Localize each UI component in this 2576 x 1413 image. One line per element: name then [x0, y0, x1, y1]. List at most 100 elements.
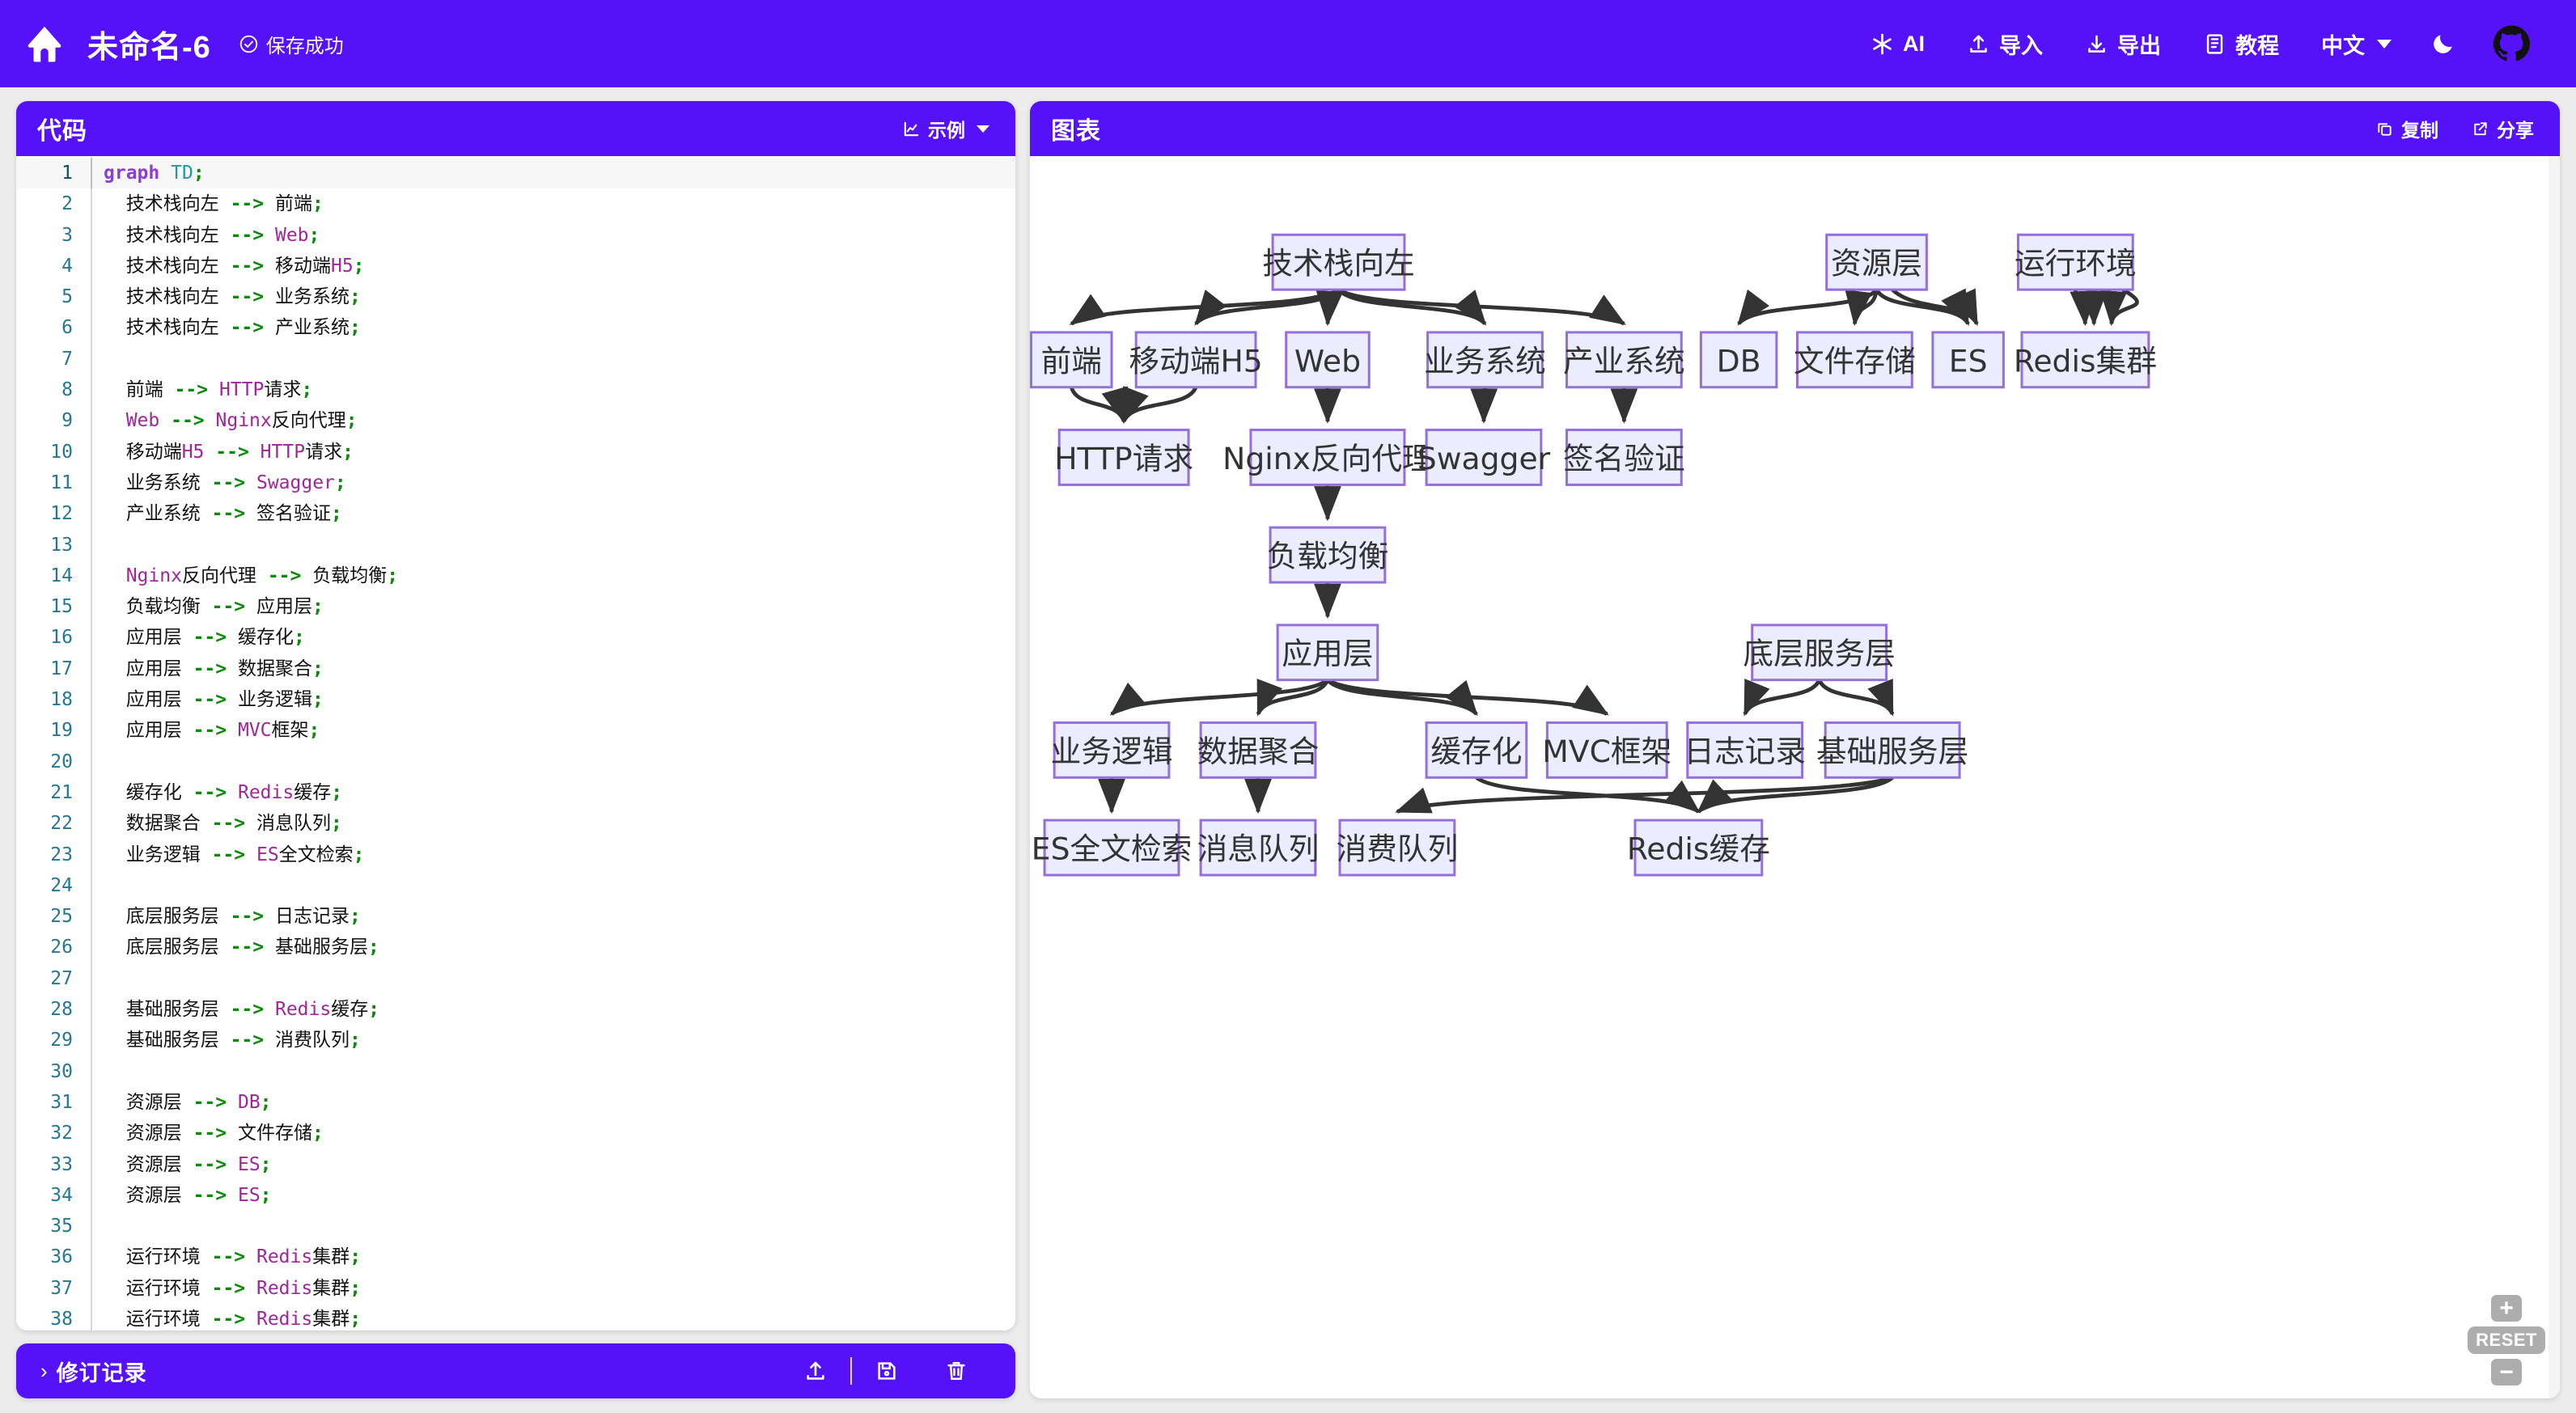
- code-line[interactable]: 11 业务系统 --> Swagger;: [16, 467, 1015, 499]
- flowchart-node[interactable]: 移动端H5: [1129, 331, 1263, 389]
- revision-history-button[interactable]: › 修订记录: [40, 1356, 147, 1387]
- node-box: [1824, 721, 1961, 779]
- nav-ai-button[interactable]: AI: [1849, 32, 1946, 57]
- code-text: 负载均衡 --> 应用层;: [125, 596, 324, 618]
- flowchart-node[interactable]: 业务逻辑: [1051, 721, 1173, 779]
- code-line[interactable]: 14 Nginx反向代理 --> 负载均衡;: [16, 560, 1015, 592]
- code-line[interactable]: 27: [16, 962, 1015, 995]
- flowchart-node[interactable]: 消费队列: [1337, 819, 1459, 877]
- nav-import-button[interactable]: 导入: [1946, 28, 2064, 60]
- code-line[interactable]: 30: [16, 1056, 1015, 1087]
- code-line[interactable]: 20: [16, 746, 1015, 777]
- nav-github-link[interactable]: [2474, 24, 2548, 63]
- share-button[interactable]: 分享: [2466, 115, 2539, 142]
- flowchart-node[interactable]: 数据聚合: [1197, 721, 1320, 779]
- code-line[interactable]: 23 业务逻辑 --> ES全文检索;: [16, 839, 1015, 870]
- code-line[interactable]: 37 运行环境 --> Redis集群;: [16, 1272, 1015, 1304]
- example-dropdown[interactable]: 示例: [897, 115, 994, 142]
- code-line[interactable]: 38 运行环境 --> Redis集群;: [16, 1303, 1015, 1331]
- zoom-reset-button[interactable]: RESET: [2468, 1326, 2545, 1354]
- flowchart-node[interactable]: 产业系统: [1563, 331, 1685, 389]
- nav-import-label: 导入: [1999, 33, 2043, 58]
- code-line[interactable]: 7: [16, 343, 1015, 375]
- code-line[interactable]: 10 移动端H5 --> HTTP请求;: [16, 436, 1015, 467]
- code-line[interactable]: 6 技术栈向左 --> 产业系统;: [16, 312, 1015, 344]
- diagram-vertical-scrollbar[interactable]: [2548, 156, 2560, 1398]
- code-line[interactable]: 19 应用层 --> MVC框架;: [16, 715, 1015, 747]
- code-line[interactable]: 13: [16, 529, 1015, 561]
- flowchart-node[interactable]: 资源层: [1825, 233, 1928, 291]
- line-number: 5: [61, 286, 73, 308]
- node-label: Redis集群: [2014, 343, 2157, 379]
- home-icon[interactable]: [23, 22, 66, 66]
- code-line[interactable]: 9 Web --> Nginx反向代理;: [16, 405, 1015, 437]
- flowchart-node[interactable]: Swagger: [1417, 429, 1551, 486]
- code-line[interactable]: 33 资源层 --> ES;: [16, 1149, 1015, 1180]
- flowchart-node[interactable]: 业务系统: [1424, 331, 1546, 389]
- flowchart-node[interactable]: Redis集群: [2014, 331, 2157, 389]
- flowchart-node[interactable]: 缓存化: [1425, 721, 1528, 779]
- flowchart-edge: [1891, 288, 1979, 326]
- flowchart-node[interactable]: 技术栈向左: [1262, 233, 1415, 291]
- flowchart-node[interactable]: Nginx反向代理: [1222, 429, 1433, 486]
- nav-tutorial-button[interactable]: 教程: [2182, 28, 2300, 60]
- nav-export-button[interactable]: 导出: [2064, 28, 2182, 60]
- flowchart-node[interactable]: 负载均衡: [1267, 526, 1389, 584]
- code-line[interactable]: 29 基础服务层 --> 消费队列;: [16, 1025, 1015, 1056]
- code-line[interactable]: 4 技术栈向左 --> 移动端H5;: [16, 250, 1015, 282]
- code-line[interactable]: 8 前端 --> HTTP请求;: [16, 374, 1015, 406]
- code-line[interactable]: 17 应用层 --> 数据聚合;: [16, 653, 1015, 685]
- flowchart-node[interactable]: 前端: [1030, 331, 1113, 389]
- flowchart-node[interactable]: ES全文检索: [1032, 819, 1193, 877]
- flowchart-node[interactable]: 基础服务层: [1816, 721, 1968, 779]
- save-button[interactable]: [852, 1359, 922, 1383]
- nav-darkmode-toggle[interactable]: [2413, 31, 2474, 57]
- code-line[interactable]: 2 技术栈向左 --> 前端;: [16, 188, 1015, 220]
- flowchart-node[interactable]: 消息队列: [1197, 819, 1320, 877]
- toolbar-divider: [850, 1357, 852, 1385]
- nav-language-select[interactable]: 中文: [2300, 28, 2413, 60]
- flowchart-node[interactable]: Redis缓存: [1627, 819, 1770, 877]
- zoom-out-button[interactable]: −: [2491, 1359, 2523, 1386]
- line-chart-icon: [904, 121, 919, 136]
- flowchart-node[interactable]: Web: [1285, 331, 1371, 389]
- flowchart-node[interactable]: 底层服务层: [1743, 624, 1896, 682]
- code-line[interactable]: 28 基础服务层 --> Redis缓存;: [16, 994, 1015, 1026]
- flowchart-node[interactable]: MVC框架: [1542, 721, 1671, 779]
- flowchart-node[interactable]: DB: [1699, 331, 1778, 389]
- flowchart-node[interactable]: HTTP请求: [1054, 429, 1193, 486]
- copy-button[interactable]: 复制: [2371, 115, 2443, 142]
- flowchart-node[interactable]: 应用层: [1276, 624, 1379, 682]
- flowchart-node[interactable]: 运行环境: [2015, 233, 2137, 291]
- code-line[interactable]: 3 技术栈向左 --> Web;: [16, 219, 1015, 251]
- upload-button[interactable]: [781, 1359, 850, 1383]
- code-line[interactable]: 12 产业系统 --> 签名验证;: [16, 498, 1015, 530]
- nav-tutorial-label: 教程: [2235, 33, 2279, 58]
- code-line[interactable]: 5 技术栈向左 --> 业务系统;: [16, 281, 1015, 313]
- delete-button[interactable]: [922, 1359, 991, 1383]
- code-line[interactable]: 21 缓存化 --> Redis缓存;: [16, 776, 1015, 809]
- code-line[interactable]: 31 资源层 --> DB;: [16, 1086, 1015, 1119]
- flowchart-node[interactable]: 日志记录: [1684, 721, 1806, 779]
- flowchart-node[interactable]: 文件存储: [1794, 331, 1916, 389]
- code-line[interactable]: 26 底层服务层 --> 基础服务层;: [16, 932, 1015, 963]
- code-line[interactable]: 15 负载均衡 --> 应用层;: [16, 591, 1015, 623]
- code-line[interactable]: 25 底层服务层 --> 日志记录;: [16, 901, 1015, 933]
- flowchart-node[interactable]: ES: [1931, 331, 2005, 389]
- code-line[interactable]: 35: [16, 1211, 1015, 1242]
- code-line[interactable]: 16 应用层 --> 缓存化;: [16, 622, 1015, 654]
- code-line[interactable]: 36 运行环境 --> Redis集群;: [16, 1242, 1015, 1273]
- flowchart-node[interactable]: 签名验证: [1563, 429, 1685, 486]
- gutter-bar: [91, 994, 92, 1026]
- code-line[interactable]: 22 数据聚合 --> 消息队列;: [16, 808, 1015, 840]
- code-line[interactable]: 24: [16, 869, 1015, 902]
- code-line[interactable]: 32 资源层 --> 文件存储;: [16, 1118, 1015, 1149]
- line-number: 20: [50, 751, 73, 772]
- code-line[interactable]: 18 应用层 --> 业务逻辑;: [16, 684, 1015, 716]
- code-line[interactable]: 34 资源层 --> ES;: [16, 1179, 1015, 1212]
- code-text: 底层服务层 --> 日志记录;: [125, 906, 361, 928]
- zoom-in-button[interactable]: +: [2491, 1295, 2523, 1322]
